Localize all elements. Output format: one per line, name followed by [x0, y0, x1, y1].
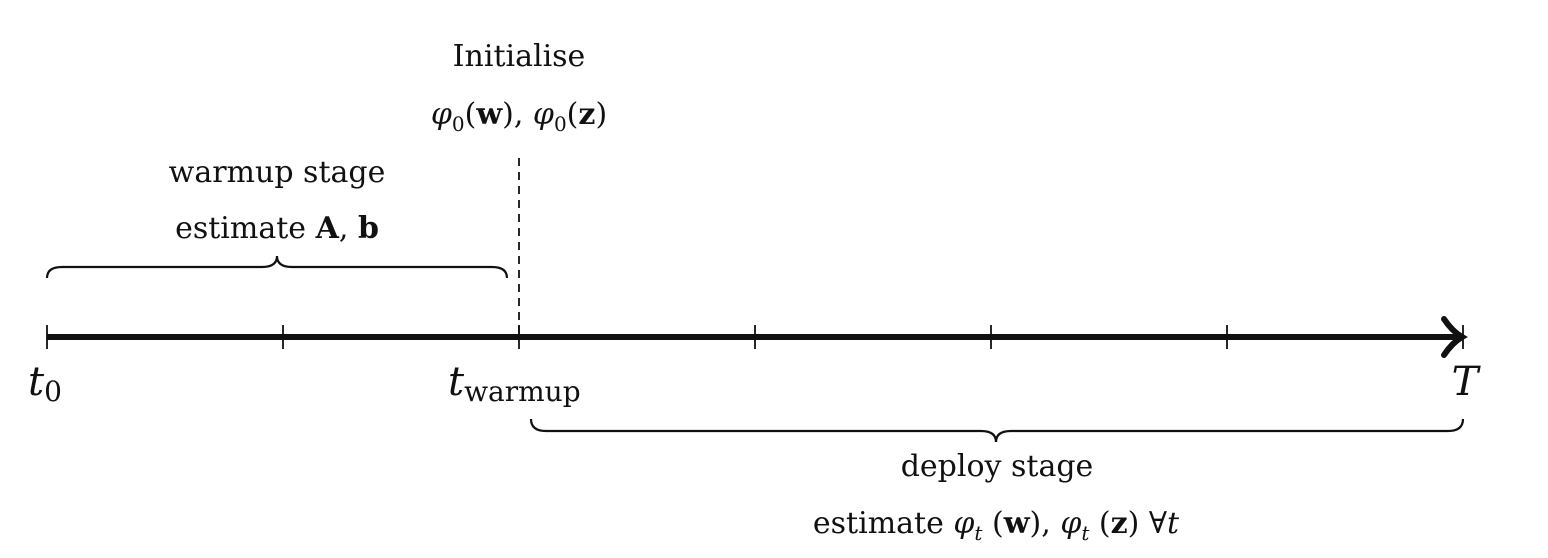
deploy-stage-title: deploy stage	[901, 449, 1094, 484]
axis-ticks	[46, 325, 1464, 349]
axis-label-T: T	[1452, 359, 1482, 405]
warmup-brace	[45, 255, 509, 279]
axis-arrowhead	[1441, 316, 1468, 358]
axis-label-t0: t0	[28, 359, 62, 408]
warmup-stage-title: warmup stage	[169, 155, 386, 190]
axis-label-twarmup: twarmup	[448, 359, 581, 408]
initialise-title: Initialise	[453, 39, 586, 74]
deploy-brace	[529, 418, 1465, 443]
deploy-estimate-label: estimate φt (w), φt (z) ∀t	[813, 506, 1180, 545]
initialise-functions: φ0(w), φ0(z)	[431, 97, 607, 136]
warmup-estimate-label: estimate A, b	[175, 211, 379, 246]
